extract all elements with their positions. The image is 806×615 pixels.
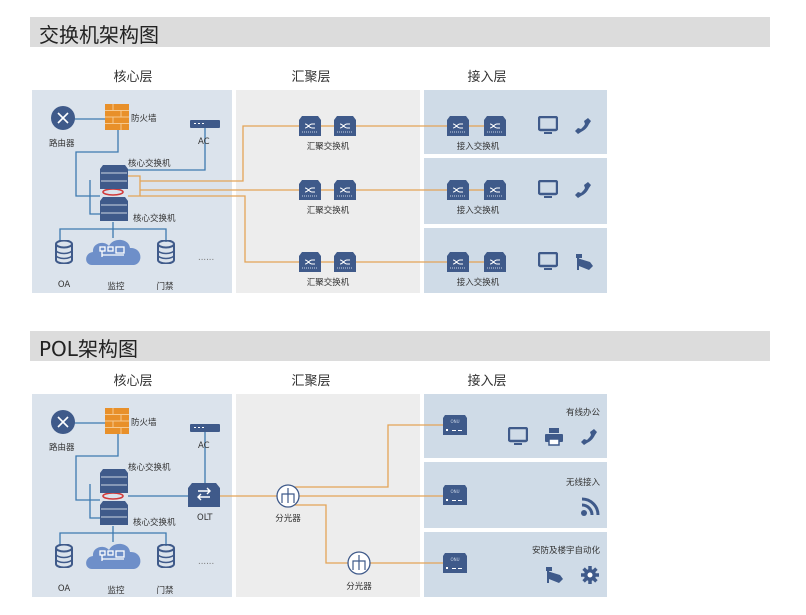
camera-icon bbox=[546, 567, 563, 583]
svg-text:ONU: ONU bbox=[450, 419, 459, 424]
splitter-label: 分光器 bbox=[275, 514, 301, 524]
access-scenario-label: 安防及楼宇自动化 bbox=[531, 546, 600, 556]
switch-icon bbox=[299, 116, 321, 136]
switch-icon bbox=[299, 252, 321, 272]
switch-icon bbox=[334, 180, 356, 200]
firewall-icon bbox=[105, 104, 129, 130]
switch-icon bbox=[299, 180, 321, 200]
pol-diagram-header: POL架构图 bbox=[30, 331, 770, 361]
layer-label-core: 核心层 bbox=[113, 70, 153, 85]
database-icon bbox=[157, 544, 175, 568]
access-scenario-label: 有线办公 bbox=[565, 408, 600, 418]
access-scenario-label: 无线接入 bbox=[565, 478, 600, 488]
aggregation-layer-panel bbox=[236, 394, 420, 597]
aggregation-switch-label: 汇聚交换机 bbox=[306, 142, 350, 152]
printer-icon bbox=[545, 428, 563, 446]
wifi-icon bbox=[581, 497, 600, 516]
database-icon bbox=[157, 240, 175, 264]
ac-label: AC bbox=[198, 137, 210, 147]
monitoring-cloud-icon bbox=[86, 543, 141, 569]
more-ellipsis: ...... bbox=[198, 253, 215, 263]
pol-diagram-title: POL架构图 bbox=[39, 337, 138, 361]
endpoint-label-monitoring: 监控 bbox=[107, 586, 125, 596]
switch-icon bbox=[334, 116, 356, 136]
core-switch-label: 核心交换机 bbox=[128, 463, 171, 473]
olt-icon bbox=[188, 483, 220, 507]
switch-diagram-title: 交换机架构图 bbox=[39, 23, 159, 47]
switch-diagram-header: 交换机架构图 bbox=[30, 17, 770, 47]
switch-icon bbox=[484, 252, 506, 272]
layer-label-aggregation: 汇聚层 bbox=[291, 70, 331, 85]
onu-icon: ONU bbox=[443, 553, 467, 573]
firewall-icon bbox=[105, 408, 129, 434]
endpoint-label-oa: OA bbox=[57, 280, 71, 290]
aggregation-switch-label: 汇聚交换机 bbox=[306, 206, 350, 216]
core-switch-icon bbox=[100, 501, 128, 525]
gear-icon bbox=[581, 566, 599, 584]
endpoint-label-monitoring: 监控 bbox=[107, 282, 125, 292]
monitor-icon bbox=[538, 116, 558, 134]
phone-icon bbox=[575, 118, 591, 134]
layer-label-core: 核心层 bbox=[113, 374, 153, 389]
switch-icon bbox=[447, 252, 469, 272]
access-switch-label: 接入交换机 bbox=[456, 206, 500, 216]
endpoint-label-access-control: 门禁 bbox=[156, 586, 174, 596]
ac-icon bbox=[190, 120, 220, 128]
svg-text:ONU: ONU bbox=[450, 489, 459, 494]
database-icon bbox=[55, 544, 73, 568]
router-icon bbox=[51, 106, 75, 130]
more-ellipsis: ...... bbox=[198, 557, 215, 567]
core-switch-icon bbox=[100, 197, 128, 221]
access-switch-label: 接入交换机 bbox=[456, 278, 500, 288]
core-switch-label: 核心交换机 bbox=[133, 214, 176, 224]
firewall-label: 防火墙 bbox=[131, 418, 157, 428]
layer-label-aggregation: 汇聚层 bbox=[291, 374, 331, 389]
core-switch-label: 核心交换机 bbox=[133, 518, 176, 528]
core-switch-label: 核心交换机 bbox=[128, 159, 171, 169]
onu-icon: ONU bbox=[443, 485, 467, 505]
core-switch-icon bbox=[100, 165, 128, 189]
monitoring-cloud-icon bbox=[86, 239, 141, 265]
phone-icon bbox=[575, 182, 591, 198]
ac-label: AC bbox=[198, 441, 210, 451]
switch-icon bbox=[447, 180, 469, 200]
switch-icon bbox=[484, 116, 506, 136]
router-icon bbox=[51, 410, 75, 434]
camera-icon bbox=[576, 254, 593, 270]
olt-label: OLT bbox=[197, 513, 213, 523]
onu-icon: ONU bbox=[443, 415, 467, 435]
svg-text:ONU: ONU bbox=[450, 557, 459, 562]
switch-icon bbox=[334, 252, 356, 272]
splitter-label: 分光器 bbox=[346, 582, 372, 592]
monitor-icon bbox=[538, 180, 558, 198]
switch-icon bbox=[447, 116, 469, 136]
access-switch-label: 接入交换机 bbox=[456, 142, 500, 152]
endpoint-label-oa: OA bbox=[57, 584, 71, 594]
aggregation-layer-panel bbox=[236, 90, 420, 293]
endpoint-label-access-control: 门禁 bbox=[156, 282, 174, 292]
phone-icon bbox=[581, 429, 597, 445]
router-label: 路由器 bbox=[49, 443, 75, 453]
router-label: 路由器 bbox=[49, 139, 75, 149]
layer-label-access: 接入层 bbox=[467, 374, 507, 389]
aggregation-switch-label: 汇聚交换机 bbox=[306, 278, 350, 288]
ac-icon bbox=[190, 424, 220, 432]
monitor-icon bbox=[538, 252, 558, 270]
core-switch-icon bbox=[100, 469, 128, 493]
monitor-icon bbox=[508, 427, 528, 445]
switch-icon bbox=[484, 180, 506, 200]
layer-label-access: 接入层 bbox=[467, 70, 507, 85]
firewall-label: 防火墙 bbox=[131, 114, 157, 124]
database-icon bbox=[55, 240, 73, 264]
